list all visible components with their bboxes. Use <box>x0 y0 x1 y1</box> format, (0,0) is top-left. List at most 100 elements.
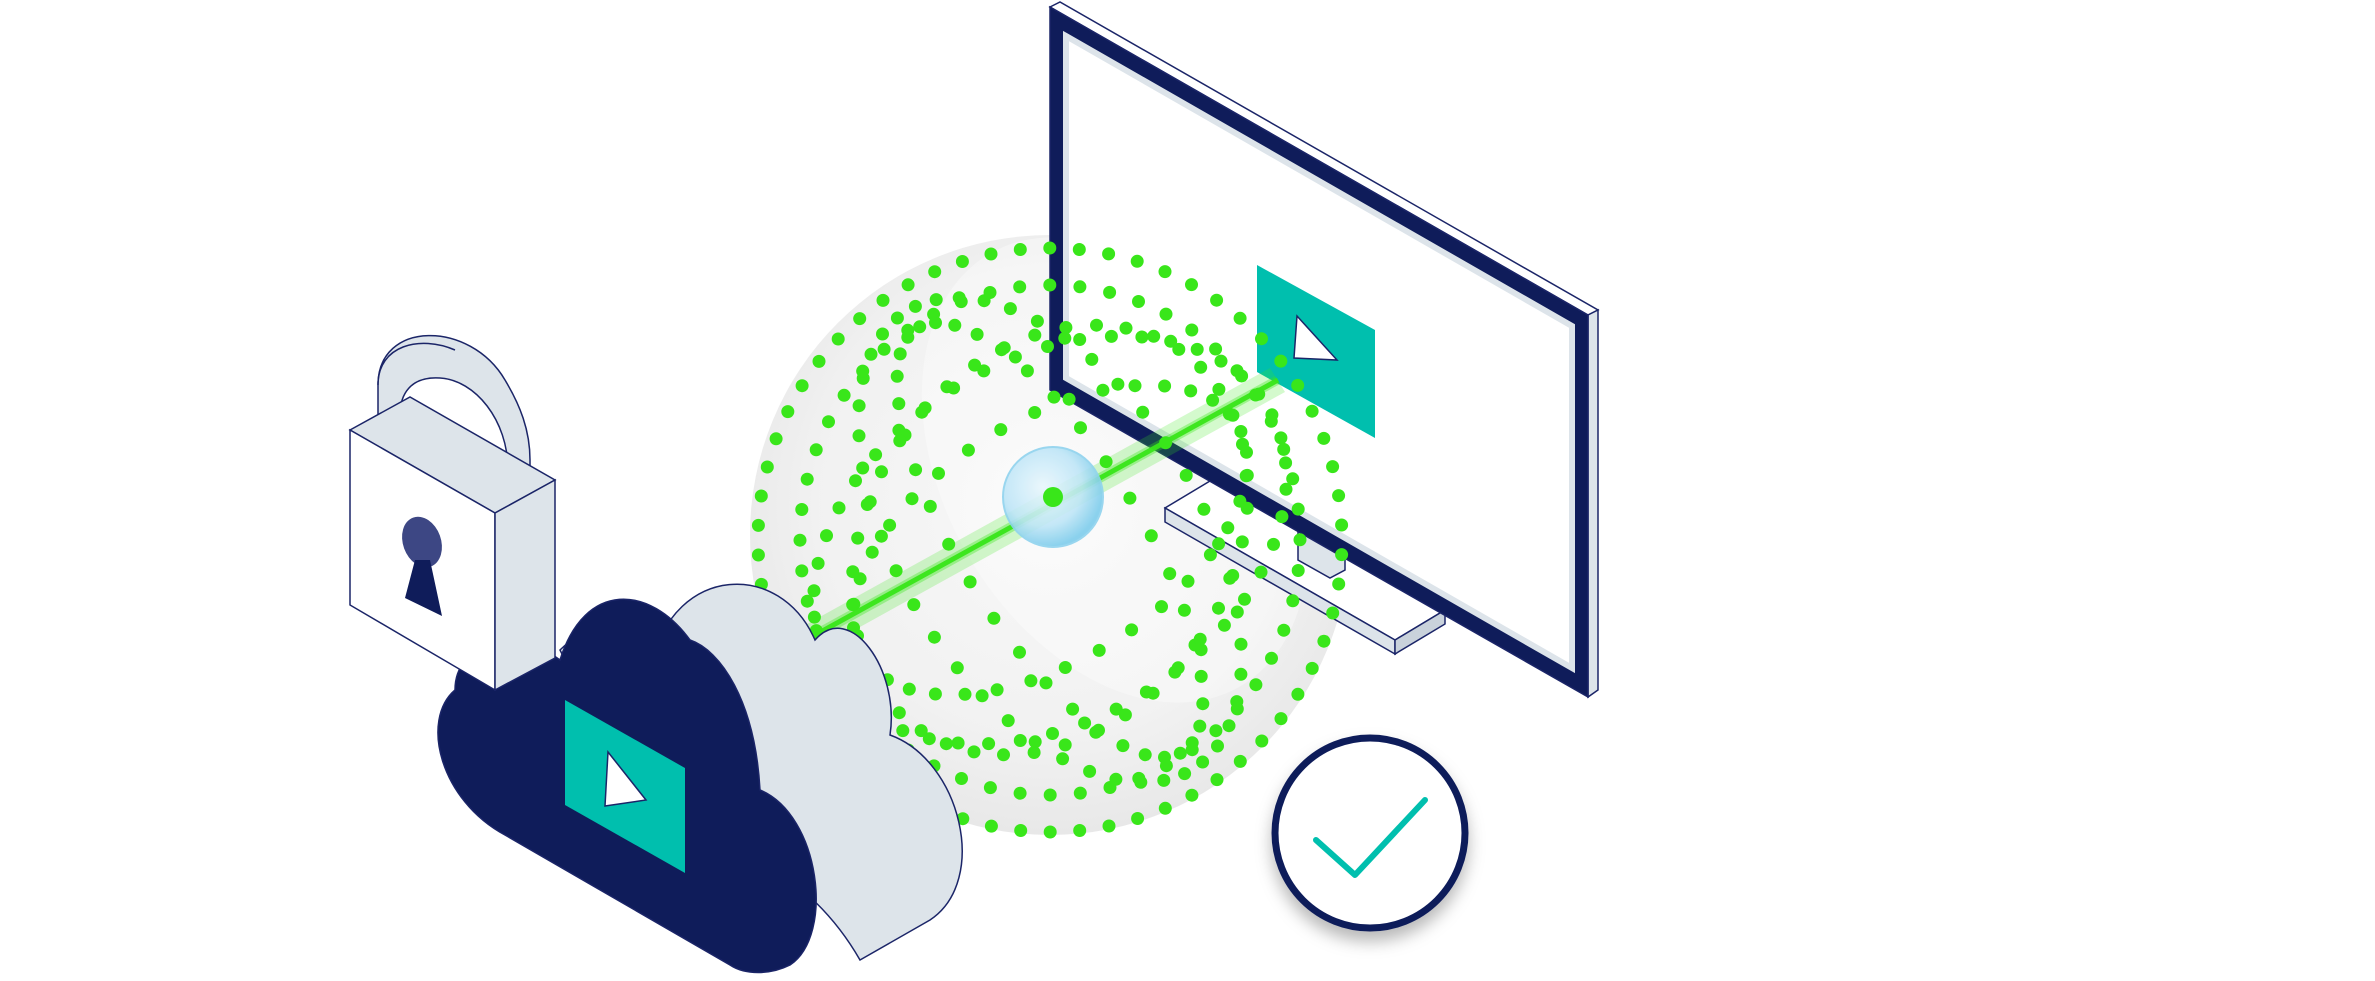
network-dot <box>950 661 964 675</box>
network-dot <box>1173 746 1187 760</box>
network-dot <box>1293 533 1307 547</box>
network-dot <box>1119 321 1133 335</box>
network-dot <box>1028 735 1042 749</box>
network-dot <box>1230 702 1244 716</box>
network-dot <box>1043 825 1057 839</box>
network-dot <box>1132 771 1146 785</box>
network-dot <box>1286 594 1300 608</box>
network-dot <box>1111 377 1125 391</box>
network-dot <box>1001 714 1015 728</box>
network-dot <box>1128 379 1142 393</box>
network-dot <box>955 772 968 785</box>
network-dot <box>1194 360 1208 374</box>
network-dot <box>890 311 904 325</box>
network-dot <box>963 575 977 589</box>
network-dot <box>1255 332 1268 346</box>
network-dot <box>1046 727 1059 740</box>
network-dot <box>928 687 942 701</box>
network-dot <box>908 299 922 313</box>
network-dot <box>1210 293 1224 307</box>
network-dot <box>1092 643 1106 657</box>
network-dot <box>1305 661 1319 675</box>
network-dot <box>851 531 865 545</box>
cloud-icon <box>437 583 963 974</box>
network-dot <box>1335 548 1349 562</box>
network-dot <box>1236 437 1249 451</box>
network-dot <box>1264 414 1278 428</box>
network-dot <box>1212 537 1226 551</box>
network-dot <box>1332 489 1346 503</box>
network-dot <box>1059 321 1073 334</box>
network-dot <box>1058 661 1072 674</box>
network-dot <box>1254 565 1268 579</box>
network-dot <box>987 611 1001 625</box>
network-dot <box>837 388 851 402</box>
network-dot <box>751 548 765 562</box>
network-dot <box>1222 719 1236 733</box>
network-dot <box>1096 383 1110 397</box>
network-dot <box>1274 431 1288 445</box>
network-dot <box>1047 390 1061 404</box>
network-dot <box>860 498 874 511</box>
network-dot <box>1185 323 1199 337</box>
network-dot <box>892 706 906 720</box>
network-dot <box>1013 280 1027 294</box>
network-dot <box>1197 502 1211 516</box>
network-dot <box>1158 379 1172 393</box>
network-dot <box>1233 311 1247 325</box>
network-dot <box>1335 518 1349 532</box>
network-dot <box>781 405 795 419</box>
network-dot <box>1132 295 1145 308</box>
network-dot <box>1158 265 1172 279</box>
network-dot <box>1147 329 1161 343</box>
network-dot <box>927 630 941 644</box>
network-dot <box>1185 278 1198 292</box>
network-dot <box>1181 574 1195 588</box>
network-dot <box>951 736 965 750</box>
network-dot <box>795 379 809 393</box>
network-dot <box>942 537 956 551</box>
network-dot <box>1279 482 1293 496</box>
network-dot <box>892 397 906 411</box>
network-dot <box>1238 592 1251 606</box>
network-dot <box>1116 739 1130 753</box>
network-dot <box>869 448 883 462</box>
network-dot <box>970 327 984 341</box>
network-dot <box>1103 781 1117 794</box>
network-dot <box>994 423 1008 437</box>
network-dot <box>751 518 765 532</box>
network-dot <box>831 332 845 346</box>
network-dot <box>1185 743 1199 757</box>
network-dot <box>1193 632 1207 646</box>
network-dot <box>1240 468 1254 482</box>
network-dot <box>1028 328 1042 342</box>
network-dot <box>1267 537 1280 551</box>
network-dot <box>1217 618 1231 632</box>
network-dot <box>1226 569 1240 582</box>
network-dot <box>1234 425 1248 438</box>
network-dot <box>1062 392 1076 406</box>
network-dot <box>1234 667 1248 681</box>
network-dot <box>1249 388 1263 402</box>
network-dot <box>1211 739 1224 753</box>
network-dot <box>984 819 998 833</box>
network-dot <box>877 342 891 356</box>
network-dot <box>760 460 774 474</box>
network-dot <box>1279 456 1293 470</box>
network-dot <box>961 443 975 457</box>
network-dot <box>1073 786 1087 800</box>
network-dot <box>1233 754 1247 768</box>
network-dot <box>1291 687 1305 701</box>
network-dot <box>1013 734 1027 747</box>
network-dot <box>807 584 821 598</box>
network-dot <box>822 415 835 429</box>
network-dot <box>929 293 943 307</box>
network-dot <box>849 474 862 488</box>
network-dot <box>1089 725 1103 739</box>
network-dot <box>795 564 809 578</box>
monitor-icon <box>1048 1 1600 699</box>
network-dot <box>1013 645 1026 659</box>
network-dot <box>982 737 996 751</box>
network-dot <box>940 380 954 394</box>
